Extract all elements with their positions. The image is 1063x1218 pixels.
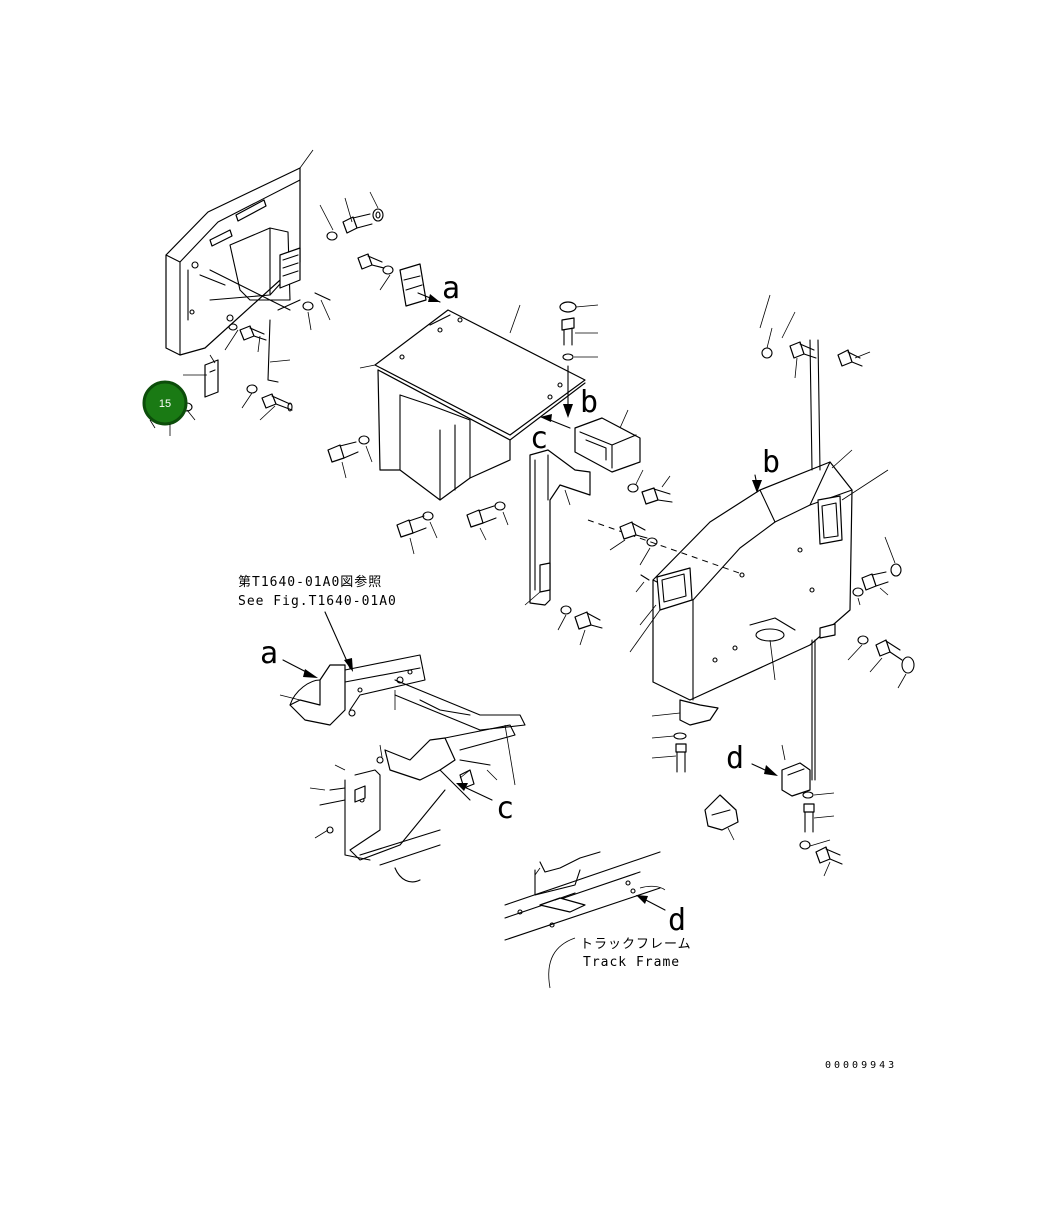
reference-note-en: See Fig.T1640-01A0: [238, 594, 397, 609]
callout-label-a-frame: a: [260, 636, 278, 671]
drawing-code: 00009943: [825, 1060, 897, 1071]
bolt-right-1: [789, 341, 817, 359]
bolt-center-4: [574, 611, 603, 630]
bolt-right-4: [875, 639, 903, 661]
bolt-right-3: [861, 571, 889, 591]
right-cover-assembly: b: [587, 294, 915, 781]
left-cover-assembly: [165, 149, 427, 421]
callout-label-d-track: d: [668, 903, 686, 938]
bracket-d-assembly: d: [704, 741, 843, 877]
frame-assembly: a c: [260, 611, 526, 883]
track-frame-assembly: d: [504, 851, 686, 989]
callout-label-c-frame: c: [496, 791, 514, 826]
bolt-left-1: [261, 393, 293, 412]
bolt-center-1: [327, 441, 359, 463]
callout-label-c-mid: c: [530, 421, 548, 456]
callout-label-b-right: b: [762, 445, 780, 480]
part-number-badge[interactable]: 15: [142, 380, 188, 436]
bolt-right-6: [815, 846, 843, 865]
bolt-center-3: [466, 505, 497, 528]
callout-a-top: a: [417, 271, 460, 306]
callout-label-b-mid: b: [580, 385, 598, 420]
bolt-right-5: [619, 521, 648, 540]
bolt-vertical-3: [803, 803, 815, 833]
callout-label-a: a: [442, 271, 460, 306]
center-cover-assembly: b c: [327, 301, 673, 646]
track-frame-label-jp: トラックフレーム: [580, 937, 692, 952]
track-frame-label-en: Track Frame: [583, 955, 680, 970]
reference-note-jp: 第T1640-01A0図参照: [238, 574, 382, 590]
badge-label: 15: [159, 398, 171, 410]
bolt-vertical-2: [675, 743, 687, 773]
bolt-center-2: [396, 515, 427, 538]
bolt-vertical-1: [561, 317, 575, 346]
bolt-top-2: [357, 253, 385, 270]
bolt-top-1: [342, 213, 373, 234]
bolt-left-2: [239, 325, 267, 341]
callout-label-d-bracket: d: [726, 741, 744, 776]
bolt-right-2: [837, 349, 863, 367]
bolt-center-5: [641, 487, 673, 505]
